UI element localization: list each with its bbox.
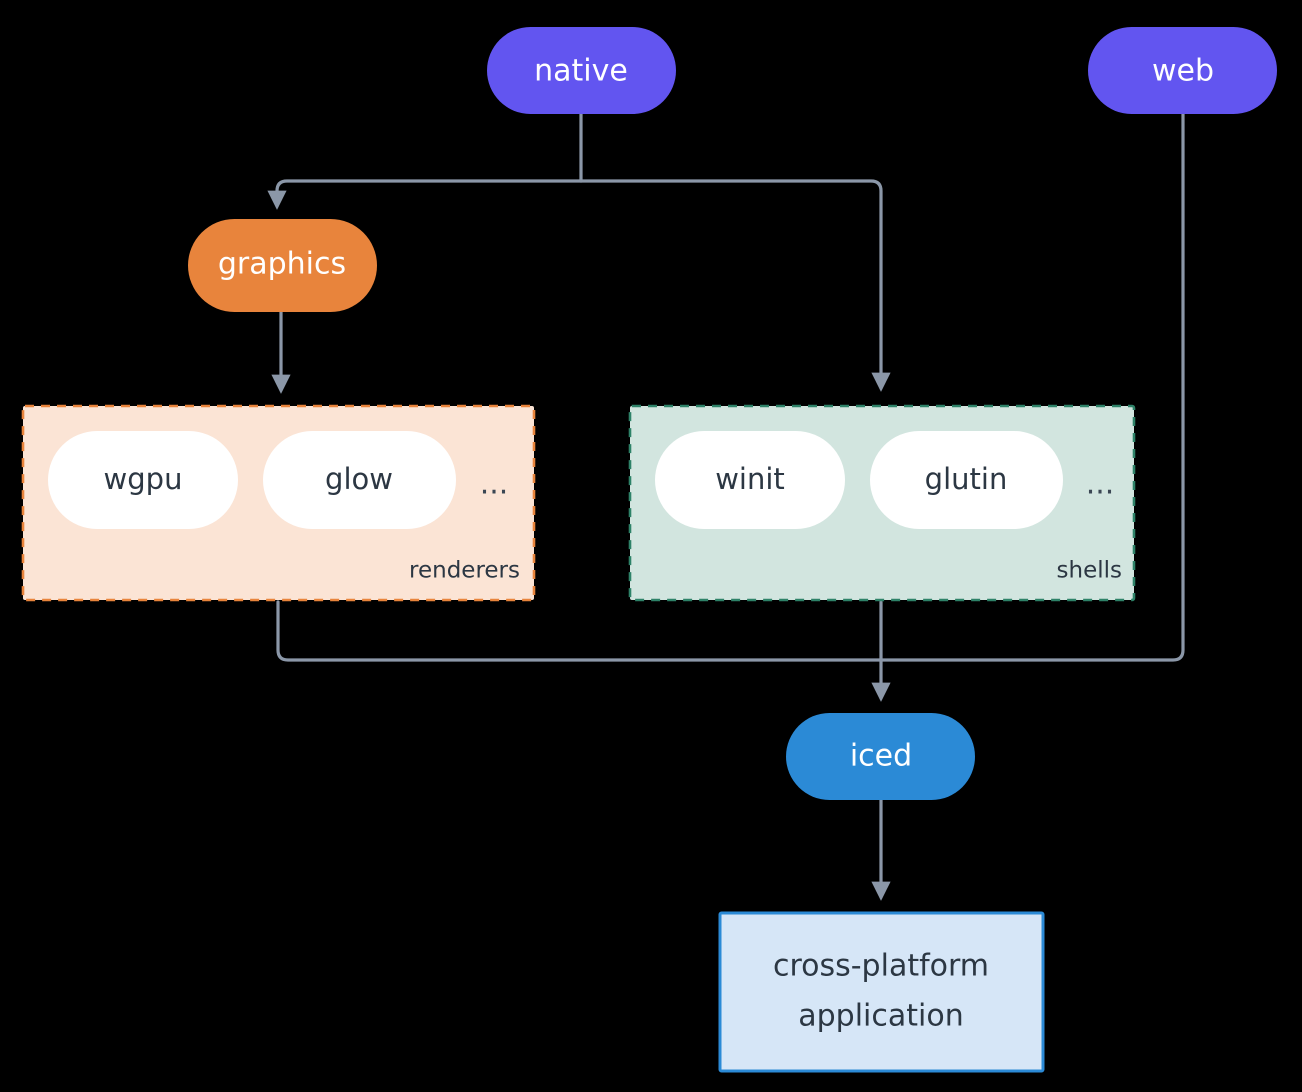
shell-pill-winit[interactable] (655, 431, 845, 529)
graphics-pill[interactable] (188, 219, 377, 312)
iced-pill[interactable] (786, 713, 975, 800)
edge-web-to-iced (879, 111, 1185, 662)
edge-renderers-to-iced (276, 600, 883, 662)
shell-label-winit: winit (715, 462, 785, 496)
renderer-label-wgpu: wgpu (104, 462, 183, 496)
edge-native-to-graphics (267, 179, 583, 210)
application-label-line2: application (798, 999, 963, 1034)
graphics-label: graphics (218, 247, 346, 282)
native-pill[interactable] (487, 27, 676, 114)
node-graphics[interactable]: graphics (188, 219, 377, 312)
native-label: native (534, 54, 628, 89)
node-native[interactable]: native (487, 27, 676, 114)
application-label-line1: cross-platform (773, 949, 989, 984)
application-box[interactable] (718, 911, 1045, 1073)
node-web[interactable]: web (1088, 27, 1277, 114)
renderer-pill-wgpu[interactable] (48, 431, 238, 529)
iced-label: iced (850, 739, 912, 774)
shell-pill-glutin[interactable] (870, 431, 1063, 529)
renderers-ellipsis: ... (480, 467, 509, 502)
renderers-group-label: renderers (409, 558, 520, 584)
edge-layer (267, 111, 1185, 901)
node-iced[interactable]: iced (786, 713, 975, 800)
node-application[interactable]: cross-platform application (718, 911, 1045, 1073)
group-renderers: wgpu glow ... renderers (21, 404, 536, 602)
web-pill[interactable] (1088, 27, 1277, 114)
renderer-label-glow: glow (325, 462, 393, 496)
shells-ellipsis: ... (1086, 467, 1115, 502)
web-label: web (1152, 54, 1214, 89)
renderer-pill-glow[interactable] (263, 431, 456, 529)
group-shells: winit glutin ... shells (628, 404, 1136, 602)
shell-label-glutin: glutin (925, 462, 1008, 496)
shells-group-label: shells (1057, 558, 1122, 584)
edge-native-to-shells (579, 179, 891, 392)
